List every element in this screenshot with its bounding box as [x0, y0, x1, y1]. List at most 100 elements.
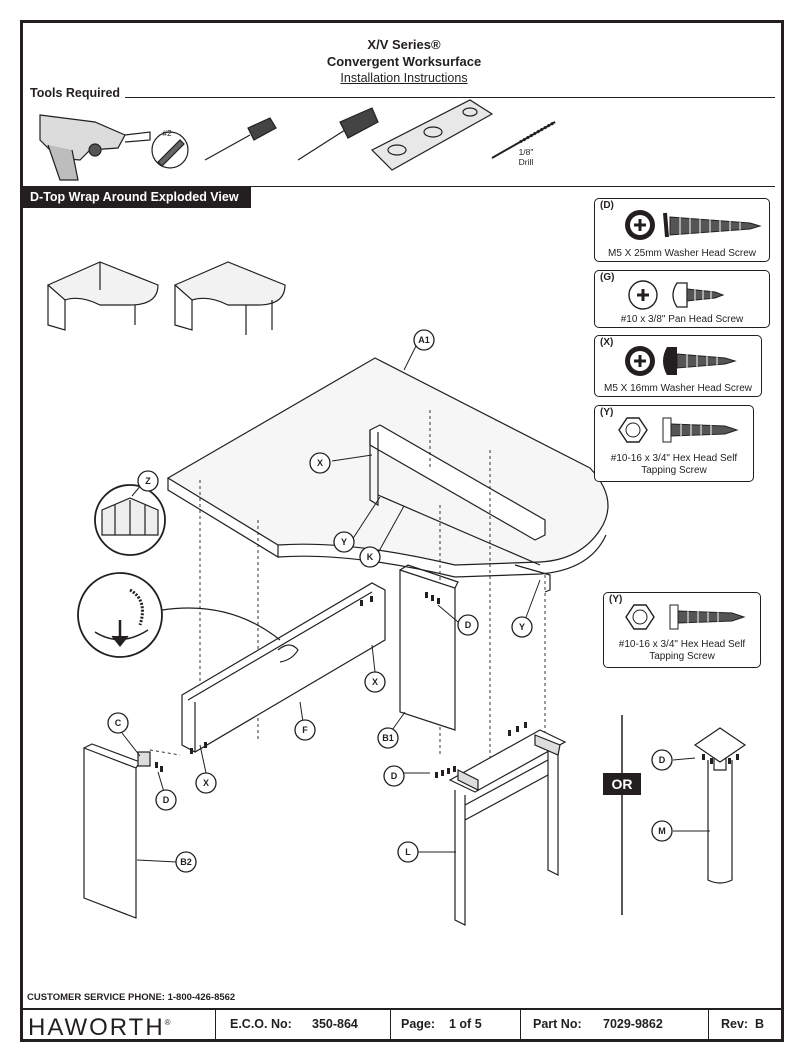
rev-cell: Rev: B: [708, 1010, 782, 1041]
bit-size-label: #2: [162, 128, 172, 138]
hardware-tag-y-top: (Y): [600, 407, 614, 418]
callout-d4: [651, 749, 673, 771]
tools-required-label: Tools Required: [30, 86, 121, 100]
worksurface-top: [166, 357, 609, 578]
callout-leaders: [121, 345, 710, 863]
footer-title-block: HAWORTH® E.C.O. No: 350-864 Page: 1 of 5…: [20, 1008, 784, 1042]
column-leg: [693, 727, 747, 884]
part-value: 7029-9862: [603, 1017, 663, 1031]
callout-x1: [309, 452, 331, 474]
hardware-caption-d: M5 X 25mm Washer Head Screw: [607, 248, 756, 259]
page-value: 1 of 5: [449, 1017, 482, 1031]
callout-a1: [413, 329, 435, 351]
callout-b1-label: B1: [382, 733, 394, 743]
small-screwdriver-icon: [204, 117, 277, 161]
modesty-panel: [181, 582, 386, 753]
section-rule: [23, 186, 775, 187]
rev-label: Rev:: [721, 1017, 749, 1031]
callout-y2: [511, 616, 533, 638]
callout-l-label: L: [405, 847, 411, 857]
callout-b2-label: B2: [180, 857, 192, 867]
hardware-box-y-side: (Y) #10-16 x 3/4" Hex Head Self Tapping …: [603, 592, 761, 668]
part-label: Part No:: [533, 1017, 582, 1031]
callout-d4-label: D: [659, 755, 666, 765]
detail-z-cap: [94, 484, 166, 556]
hardware-box-x: (X) M5 X 16mm Washer Head Screw: [594, 335, 762, 397]
level-icon: [370, 99, 494, 171]
page-cell: Page: 1 of 5: [390, 1010, 521, 1041]
hardware-caption-g: #10 x 3/8" Pan Head Screw: [620, 314, 744, 325]
hex-head-screw-icon: [618, 417, 739, 443]
callout-y1: [333, 531, 355, 553]
callout-z-label: Z: [145, 476, 151, 486]
hardware-caption-y-side-2: Tapping Screw: [649, 651, 715, 662]
callout-k-label: K: [367, 552, 374, 562]
callout-x1-label: X: [317, 458, 323, 468]
callout-a1-label: A1: [418, 335, 430, 345]
hardware-box-d: (D) M5 X 25mm Washer Head Screw: [594, 198, 770, 262]
eco-value: 350-864: [312, 1017, 358, 1031]
leg-frame: [448, 729, 567, 926]
callout-x2: [364, 671, 386, 693]
callout-d2-label: D: [163, 795, 170, 805]
hardware-box-y-top: (Y) #10-16 x 3/4" Hex Head Self Tapping …: [594, 405, 754, 482]
screw-markers: [155, 592, 739, 778]
hardware-caption-y-top-2: Tapping Screw: [641, 465, 707, 476]
eco-label: E.C.O. No:: [230, 1017, 292, 1031]
hardware-tag-y-side: (Y): [609, 594, 623, 605]
callout-b2: [175, 851, 197, 873]
drill-size-label: 1/8": [519, 147, 534, 157]
doc-type-title: Installation Instructions: [340, 71, 468, 85]
detail-grommet: [77, 572, 281, 658]
drill-word-label: Drill: [519, 157, 534, 167]
haworth-logo: HAWORTH®: [28, 1014, 171, 1042]
callout-d3: [383, 765, 405, 787]
callout-x3-label: X: [203, 778, 209, 788]
callout-d3-label: D: [391, 771, 398, 781]
callout-c-label: C: [115, 718, 122, 728]
callout-m-label: M: [658, 826, 666, 836]
end-panel-b1: [399, 564, 459, 731]
hardware-caption-x: M5 X 16mm Washer Head Screw: [603, 383, 752, 394]
or-badge: OR: [603, 773, 641, 795]
pan-head-screw-icon: [628, 280, 725, 310]
hardware-tag-x: (X): [600, 337, 614, 348]
callout-d1-label: D: [465, 620, 472, 630]
eco-cell: E.C.O. No: 350-864: [215, 1010, 411, 1041]
callout-l: [397, 841, 419, 863]
callout-d1: [457, 614, 479, 636]
washer-head-screw-short-icon: [625, 346, 737, 376]
end-panel-b2: [83, 743, 141, 919]
section-title-bar: D-Top Wrap Around Exploded View: [23, 186, 251, 208]
callout-m: [651, 820, 673, 842]
hardware-caption-y-side-1: #10-16 x 3/4" Hex Head Self: [618, 639, 746, 650]
brand-name: HAWORTH: [28, 1014, 165, 1041]
washer-head-screw-icon: [625, 210, 762, 240]
brand-registered-mark: ®: [164, 1018, 171, 1027]
callout-x3: [195, 772, 217, 794]
callout-x2-label: X: [372, 677, 378, 687]
callout-y2-label: Y: [519, 622, 525, 632]
callout-d2: [155, 789, 177, 811]
power-drill-icon: [39, 114, 151, 181]
tools-rule: [125, 97, 775, 98]
callout-y1-label: Y: [341, 537, 347, 547]
support-rail: [369, 424, 551, 593]
callout-c: [107, 712, 129, 734]
thumbnail-desk-1: [46, 261, 159, 331]
callout-z: [137, 470, 159, 492]
product-title: Convergent Worksurface: [326, 54, 482, 69]
rev-value: B: [755, 1017, 765, 1031]
large-screwdriver-icon: [297, 107, 379, 161]
callout-b1: [377, 727, 399, 749]
customer-service-phone: CUSTOMER SERVICE PHONE: 1-800-426-8562: [27, 992, 236, 1003]
drill-bit-icon: [491, 120, 556, 159]
hex-head-screw-icon-2: [625, 604, 746, 630]
callout-f: [294, 719, 316, 741]
hardware-caption-y-top-1: #10-16 x 3/4" Hex Head Self: [610, 453, 738, 464]
page-frame: [20, 20, 784, 1042]
hardware-tag-d: (D): [600, 200, 614, 211]
part-cell: Part No: 7029-9862: [520, 1010, 709, 1041]
series-title: X/V Series®: [367, 37, 441, 52]
